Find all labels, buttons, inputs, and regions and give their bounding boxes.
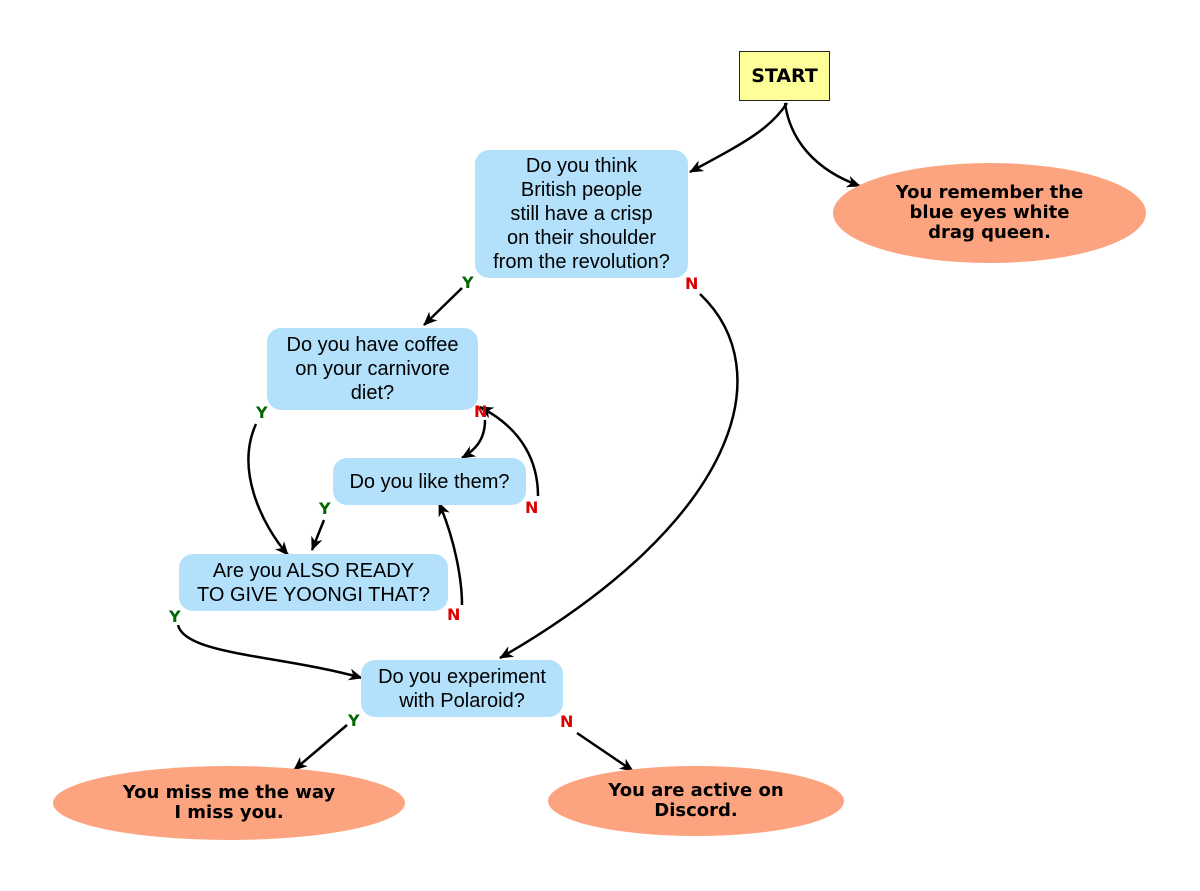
edge-coffee-to-ready [247,423,289,556]
start-node: START [739,51,830,101]
question-coffee-carnivore-diet: Do you have coffee on your carnivore die… [267,328,478,410]
edge-british-to-coffee [423,287,463,326]
edge-label-coffee-no: N [474,402,488,421]
edge-start-to-blue-eyes [783,102,861,188]
edge-label-coffee-yes: Y [256,403,268,422]
edge-polaroid-to-miss [293,724,348,771]
edge-ready-to-like [437,502,464,606]
edge-polaroid-to-discord [576,731,634,773]
edge-like-to-coffee [479,405,540,497]
question-british-people: Do you think British people still have a… [475,150,688,278]
edge-label-ready-yes: Y [169,607,181,626]
outcome-active-on-discord: You are active on Discord. [548,766,844,836]
edge-like-to-ready [310,519,326,551]
edge-label-like-no: N [525,498,539,517]
outcome-miss-me: You miss me the way I miss you. [53,766,405,840]
edge-label-polaroid-no: N [560,712,574,731]
edge-ready-to-polaroid [176,624,363,681]
question-experiment-polaroid: Do you experiment with Polaroid? [361,660,563,717]
edge-label-british-yes: Y [462,273,474,292]
edge-label-british-no: N [685,274,699,293]
edge-label-ready-no: N [447,605,461,624]
outcome-blue-eyes-drag-queen: You remember the blue eyes white drag qu… [833,163,1146,263]
edge-start-to-british [689,102,789,174]
edge-label-like-yes: Y [319,499,331,518]
edge-label-polaroid-yes: Y [348,711,360,730]
edge-british-to-polaroid [499,293,739,660]
edge-coffee-to-like [461,419,487,460]
question-like-them: Do you like them? [333,458,526,505]
question-ready-give-yoongi: Are you ALSO READY TO GIVE YOONGI THAT? [179,554,448,611]
